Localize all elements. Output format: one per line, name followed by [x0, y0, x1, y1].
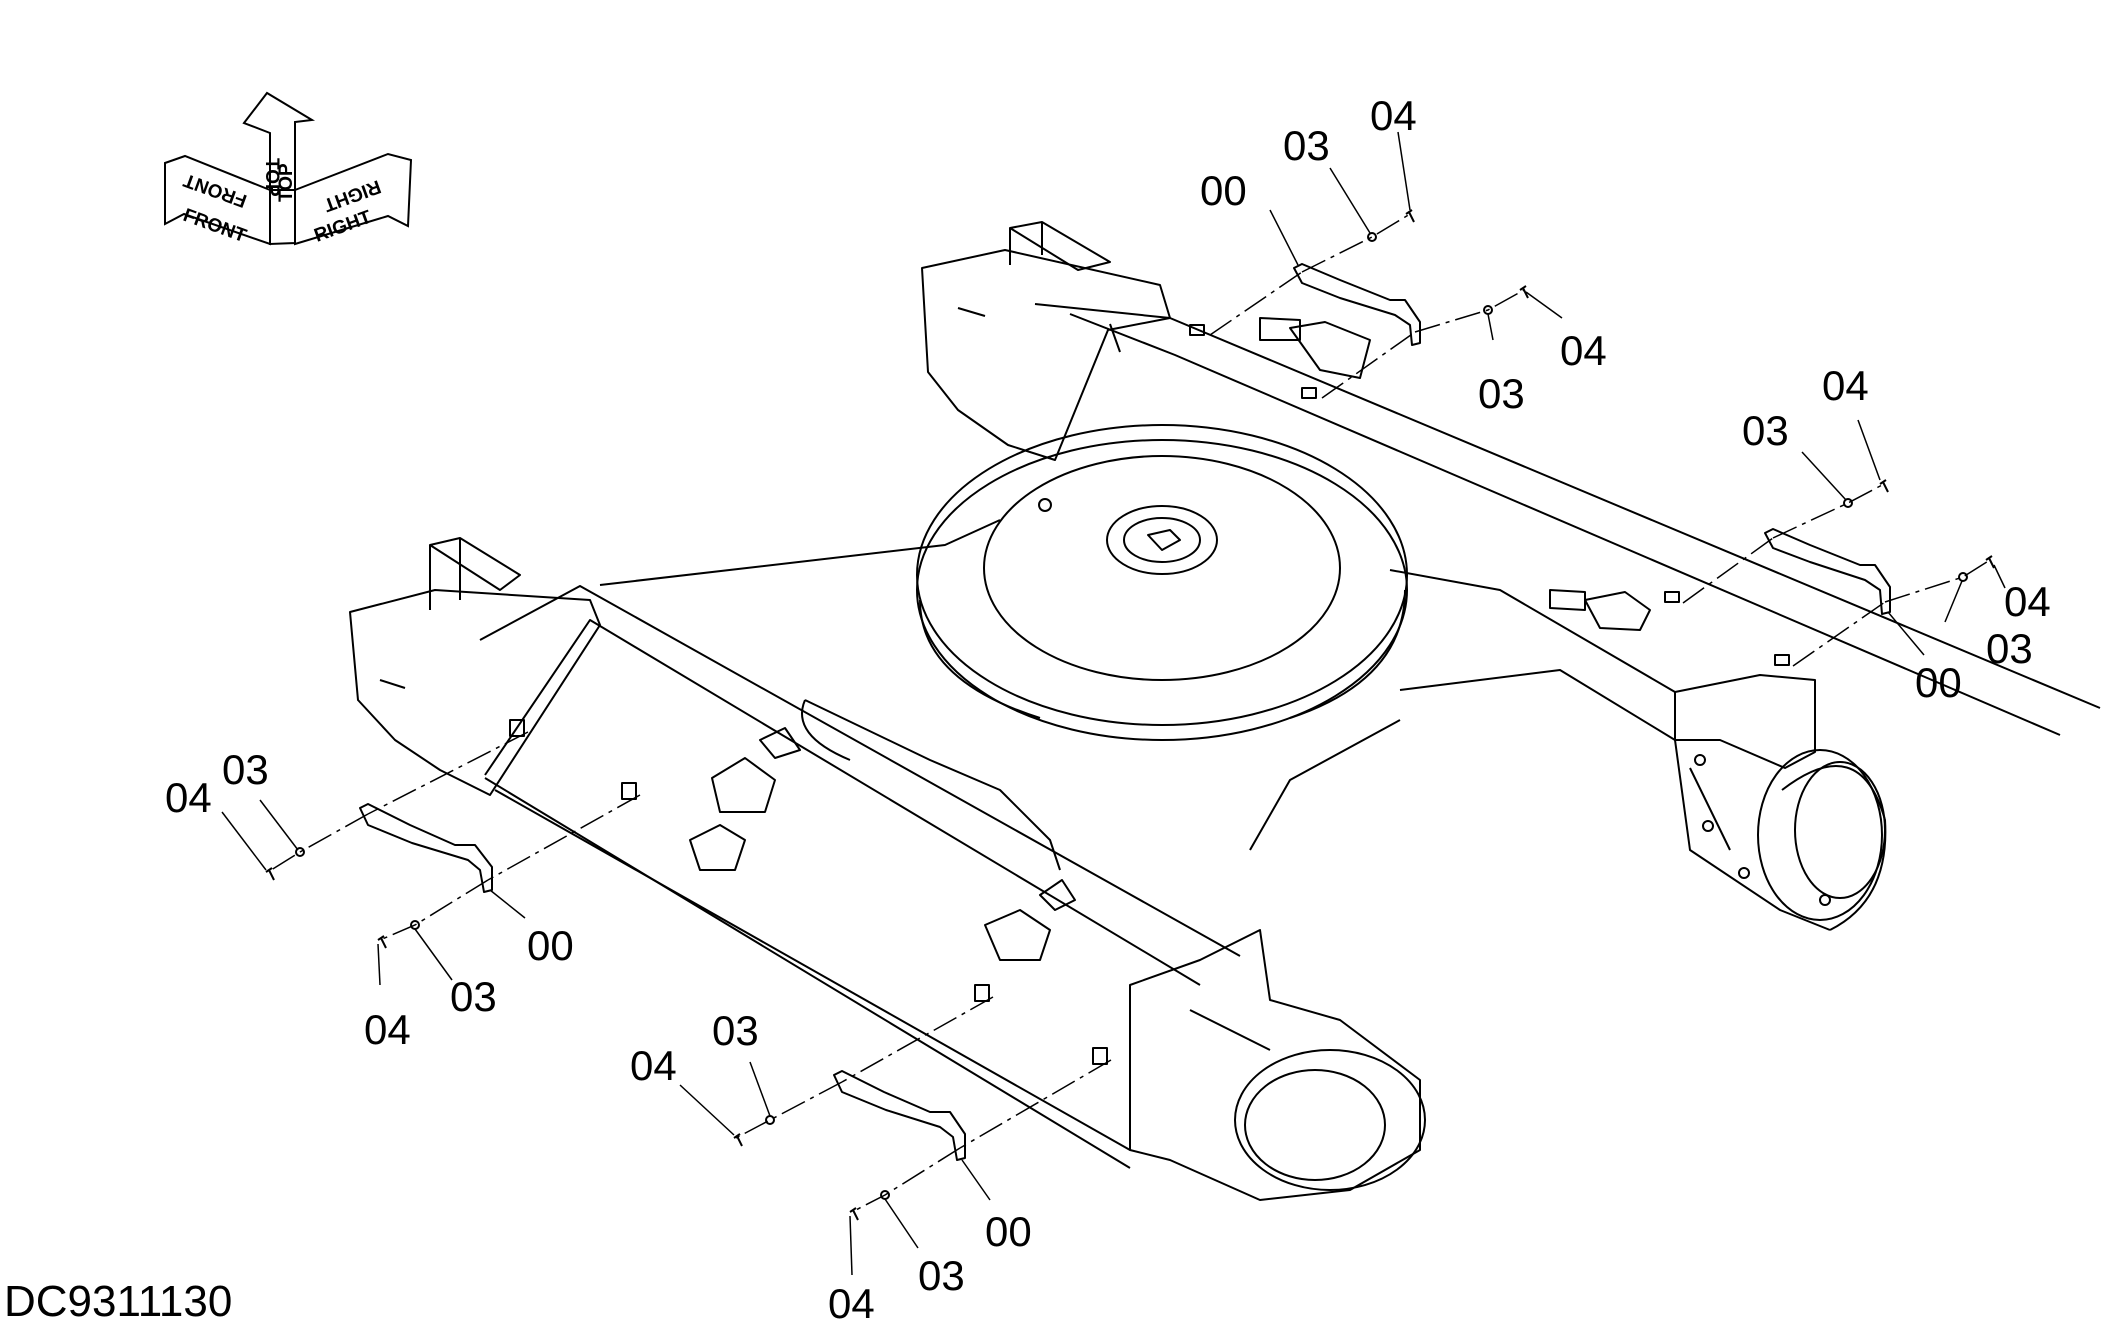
callout-lr-03a: 03 — [712, 1007, 759, 1054]
bolt-icon — [1405, 209, 1415, 223]
orientation-top-label: TOP — [261, 158, 282, 197]
washer-icon — [765, 1115, 775, 1125]
bolt-icon — [265, 867, 275, 881]
callout-rr-03a: 03 — [1742, 407, 1789, 454]
callout-lf-04b: 04 — [364, 1006, 411, 1053]
callout-lr-04b: 04 — [828, 1280, 875, 1322]
bolt-icon — [733, 1133, 743, 1147]
bolt-icon — [849, 1207, 859, 1221]
callout-rf-00: 00 — [1200, 167, 1247, 214]
guard-plate-rear-right — [1764, 528, 1891, 615]
orientation-indicator — [164, 91, 413, 246]
callout-lf-04a: 04 — [165, 774, 212, 821]
washer-icon — [1367, 232, 1377, 242]
callout-lr-04a: 04 — [630, 1042, 677, 1089]
callout-rf-03b: 03 — [1478, 370, 1525, 417]
callout-lf-03a: 03 — [222, 746, 269, 793]
callout-rr-03b: 03 — [1986, 625, 2033, 672]
callout-rr-04a: 04 — [1822, 362, 1869, 409]
leader-lines — [221, 131, 2006, 1276]
bolt-icon — [1879, 479, 1889, 493]
callout-lf-00: 00 — [527, 922, 574, 969]
bolt-icon — [377, 935, 387, 949]
bolt-icon — [1985, 555, 1995, 569]
orientation-top-label-mirror: TOP — [276, 163, 297, 202]
callout-rf-04b: 04 — [1560, 327, 1607, 374]
callout-lr-00: 00 — [985, 1208, 1032, 1255]
callout-lr-03b: 03 — [918, 1252, 965, 1299]
drawing-code: DC9311130 — [4, 1277, 232, 1322]
guard-plates — [359, 263, 1891, 1161]
washer-icon — [1958, 572, 1968, 582]
guard-plate-rear-left — [1293, 263, 1421, 346]
callout-rr-04b: 04 — [2004, 578, 2051, 625]
callout-rf-03a: 03 — [1283, 122, 1330, 169]
right-arrow-icon — [294, 152, 413, 246]
washer-icon — [1843, 498, 1853, 508]
track-frame — [349, 221, 2101, 1201]
callout-lf-03b: 03 — [450, 973, 497, 1020]
callout-rr-00: 00 — [1915, 659, 1962, 706]
callout-rf-04a: 04 — [1370, 92, 1417, 139]
bolt-icon — [1519, 285, 1529, 299]
assembly-lines — [267, 213, 1991, 1213]
guard-plate-front-left — [359, 803, 493, 893]
guard-plate-front-right — [833, 1070, 966, 1161]
callout-labels: 04 03 00 04 03 04 03 04 00 03 04 03 00 0… — [165, 92, 2051, 1327]
